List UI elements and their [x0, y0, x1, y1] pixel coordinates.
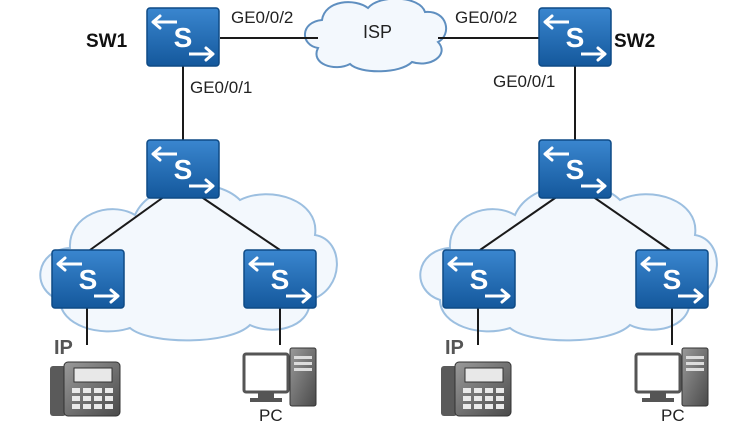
svg-text:S: S — [663, 264, 682, 295]
svg-text:S: S — [174, 22, 193, 53]
svg-text:S: S — [566, 154, 585, 185]
sw2-label: SW2 — [614, 31, 656, 52]
switch-icon: S — [242, 248, 318, 310]
svg-text:S: S — [271, 264, 290, 295]
isp-cloud — [304, 0, 447, 73]
links — [86, 37, 673, 345]
switch-icon: S — [145, 138, 221, 200]
right-ip-phone-label: IP — [445, 337, 464, 359]
svg-text:S: S — [174, 154, 193, 185]
svg-text:S: S — [79, 264, 98, 295]
left-ip-phone-label: IP — [54, 337, 73, 359]
sw1-uplink-port-label: GE0/0/2 — [231, 8, 294, 27]
switch-icon: S — [441, 248, 517, 310]
sw2-downlink-port-label: GE0/0/1 — [493, 72, 556, 91]
switch-icon: S — [634, 248, 710, 310]
isp-label: ISP — [363, 22, 393, 42]
ip-phone-icon — [440, 361, 512, 417]
svg-text:S: S — [470, 264, 489, 295]
link-agg-right-acc1 — [479, 195, 559, 251]
pc-icon — [242, 346, 318, 408]
left-pc-label: PC — [259, 406, 283, 425]
switch-icon: S — [537, 6, 613, 68]
right-pc-label: PC — [661, 406, 685, 425]
svg-text:S: S — [566, 22, 585, 53]
switch-icon: S — [145, 6, 221, 68]
ip-phone-icon — [49, 361, 121, 417]
link-agg-left-acc2 — [199, 195, 281, 251]
link-agg-left-acc1 — [89, 195, 166, 251]
link-agg-right-acc2 — [591, 195, 671, 251]
switch-icon: S — [50, 248, 126, 310]
sw2-uplink-port-label: GE0/0/2 — [455, 8, 518, 27]
sw1-downlink-port-label: GE0/0/1 — [190, 78, 253, 97]
switch-icon: S — [537, 138, 613, 200]
pc-icon — [634, 346, 710, 408]
sw1-label: SW1 — [86, 31, 128, 52]
